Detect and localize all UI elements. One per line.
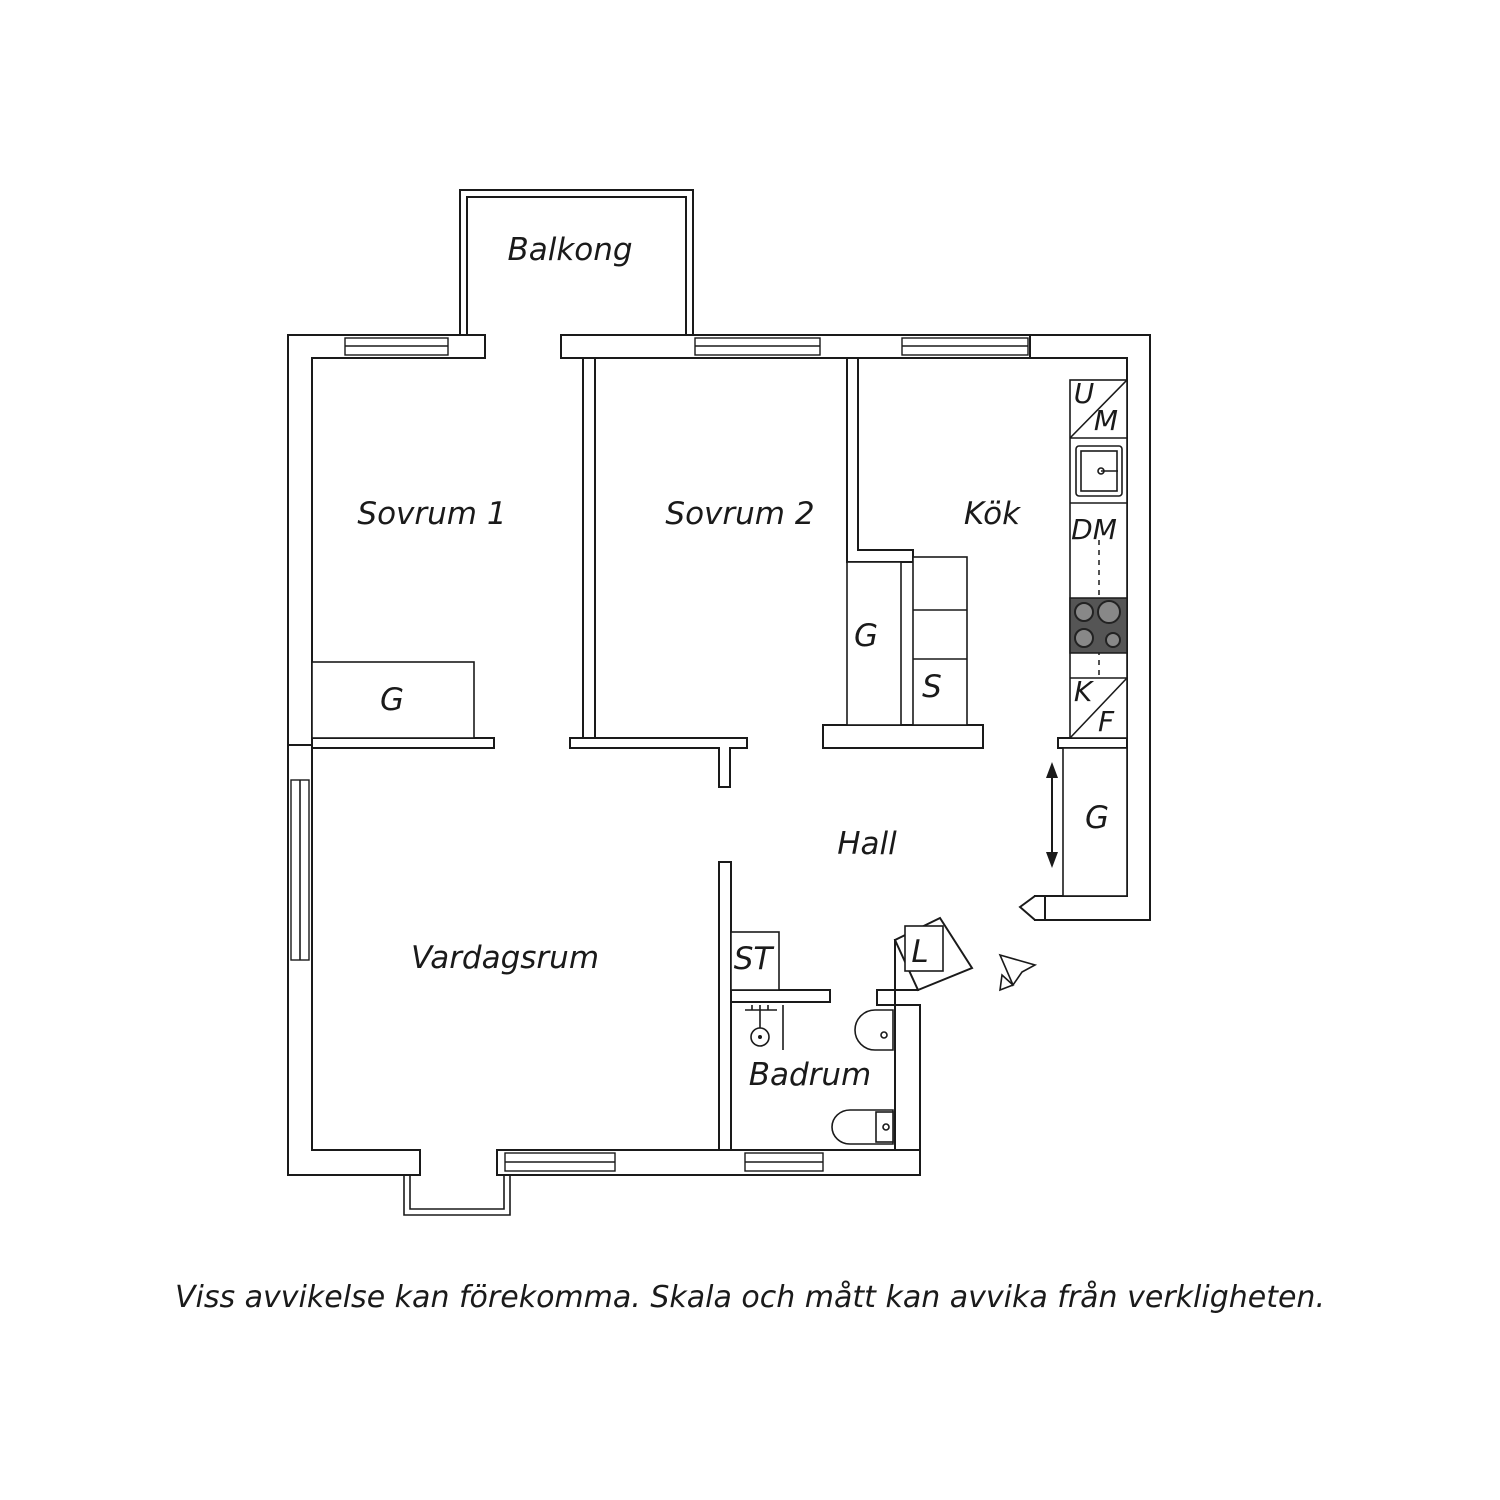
kitchen-cabinet xyxy=(912,556,968,726)
kitchen-f-label: F xyxy=(1098,705,1115,738)
washbasin-icon xyxy=(854,1009,894,1051)
bath-st-cabinet xyxy=(730,931,780,991)
interior-walls xyxy=(311,357,1128,1151)
bedroom2-closet xyxy=(846,561,902,726)
room-labels: Balkong Sovrum 1 Sovrum 2 Kök Hall Varda… xyxy=(357,232,1118,1093)
living-label: Vardagsrum xyxy=(411,940,599,976)
kitchen-m-label: M xyxy=(1094,404,1118,437)
bedroom2-label: Sovrum 2 xyxy=(665,496,814,532)
sliding-door-arrow-icon xyxy=(1046,762,1058,868)
hall-l-cabinet xyxy=(904,925,944,972)
balcony-label: Balkong xyxy=(507,232,632,268)
shower-icon xyxy=(745,1005,784,1050)
sink-icon xyxy=(1075,445,1123,497)
bath-st-label: ST xyxy=(734,941,775,977)
bathroom-fixtures xyxy=(745,1005,894,1145)
bedroom1-closet-label: G xyxy=(380,682,404,718)
bedroom1-closet xyxy=(311,661,475,739)
toilet-icon xyxy=(831,1109,894,1145)
bathroom-label: Badrum xyxy=(749,1057,872,1093)
disclaimer-text: Viss avvikelse kan förekomma. Skala och … xyxy=(175,1280,1325,1315)
kitchen-u-label: U xyxy=(1074,377,1095,410)
hall-l-label: L xyxy=(911,934,928,970)
kitchen-counter xyxy=(1069,379,1128,739)
windows xyxy=(290,337,1029,1172)
kitchen-dm-label: DM xyxy=(1071,513,1117,546)
fixtures xyxy=(311,556,1128,991)
kitchen-k-label: K xyxy=(1074,675,1095,708)
hall-closet-label: G xyxy=(1085,800,1109,836)
cabinet-s-label: S xyxy=(922,669,942,705)
entrance-arrow-icon xyxy=(998,953,1038,992)
kitchen-label: Kök xyxy=(964,496,1021,532)
bedroom2-closet-label: G xyxy=(854,618,878,654)
hall-closet xyxy=(1062,747,1128,897)
hall-label: Hall xyxy=(837,826,897,862)
bedroom1-label: Sovrum 1 xyxy=(357,496,506,532)
